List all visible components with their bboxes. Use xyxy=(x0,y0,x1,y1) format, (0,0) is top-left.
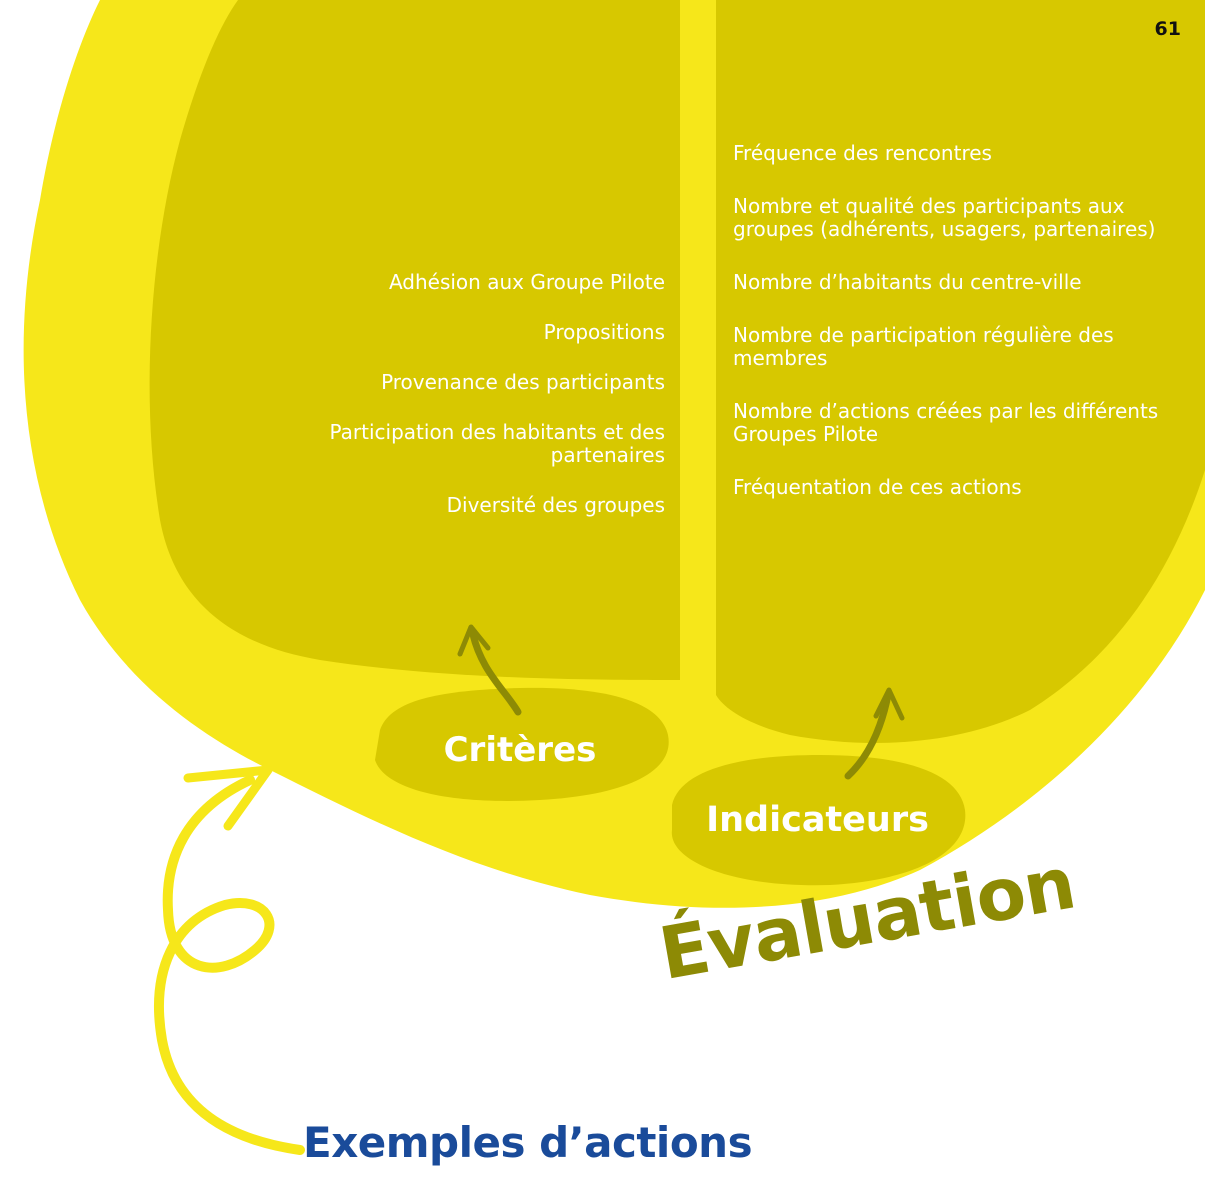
indicateurs-bubble xyxy=(671,755,966,886)
loop-arrow xyxy=(154,775,305,1155)
arrow-to-indicators xyxy=(844,691,892,780)
arrow-head-indicators xyxy=(873,687,905,721)
indicators-panel xyxy=(716,0,1205,743)
indicateurs-label: Indicateurs xyxy=(706,800,929,840)
criteria-item: Participation des habitants et des parte… xyxy=(329,420,666,467)
examples-title: Exemples d’actions xyxy=(303,1118,753,1167)
arrow-head-criteria xyxy=(457,624,491,657)
page-number: 61 xyxy=(1154,18,1181,40)
criteria-item: Propositions xyxy=(543,320,665,344)
criteria-item: Diversité des groupes xyxy=(446,493,665,517)
criteres-label: Critères xyxy=(443,730,597,770)
arrow-to-criteria xyxy=(468,626,522,716)
indicator-item: Nombre d’habitants du centre-ville xyxy=(733,270,1082,294)
criteria-item: Adhésion aux Groupe Pilote xyxy=(388,270,665,294)
loop-arrow-head xyxy=(183,765,273,831)
criteria-list: Adhésion aux Groupe Pilote Propositions … xyxy=(250,270,666,544)
criteres-bubble xyxy=(375,687,669,801)
indicator-item: Nombre d’actions créées par les différen… xyxy=(733,399,1159,446)
indicator-item: Fréquence des rencontres xyxy=(733,141,992,165)
indicator-item: Nombre de participation régulière des me… xyxy=(733,323,1114,370)
criteria-item: Provenance des participants xyxy=(381,370,665,394)
indicators-list: Fréquence des rencontres Nombre et quali… xyxy=(733,142,1193,529)
indicator-item: Fréquentation de ces actions xyxy=(733,475,1022,499)
criteria-panel xyxy=(149,0,680,680)
indicator-item: Nombre et qualité des participants aux g… xyxy=(733,194,1156,241)
